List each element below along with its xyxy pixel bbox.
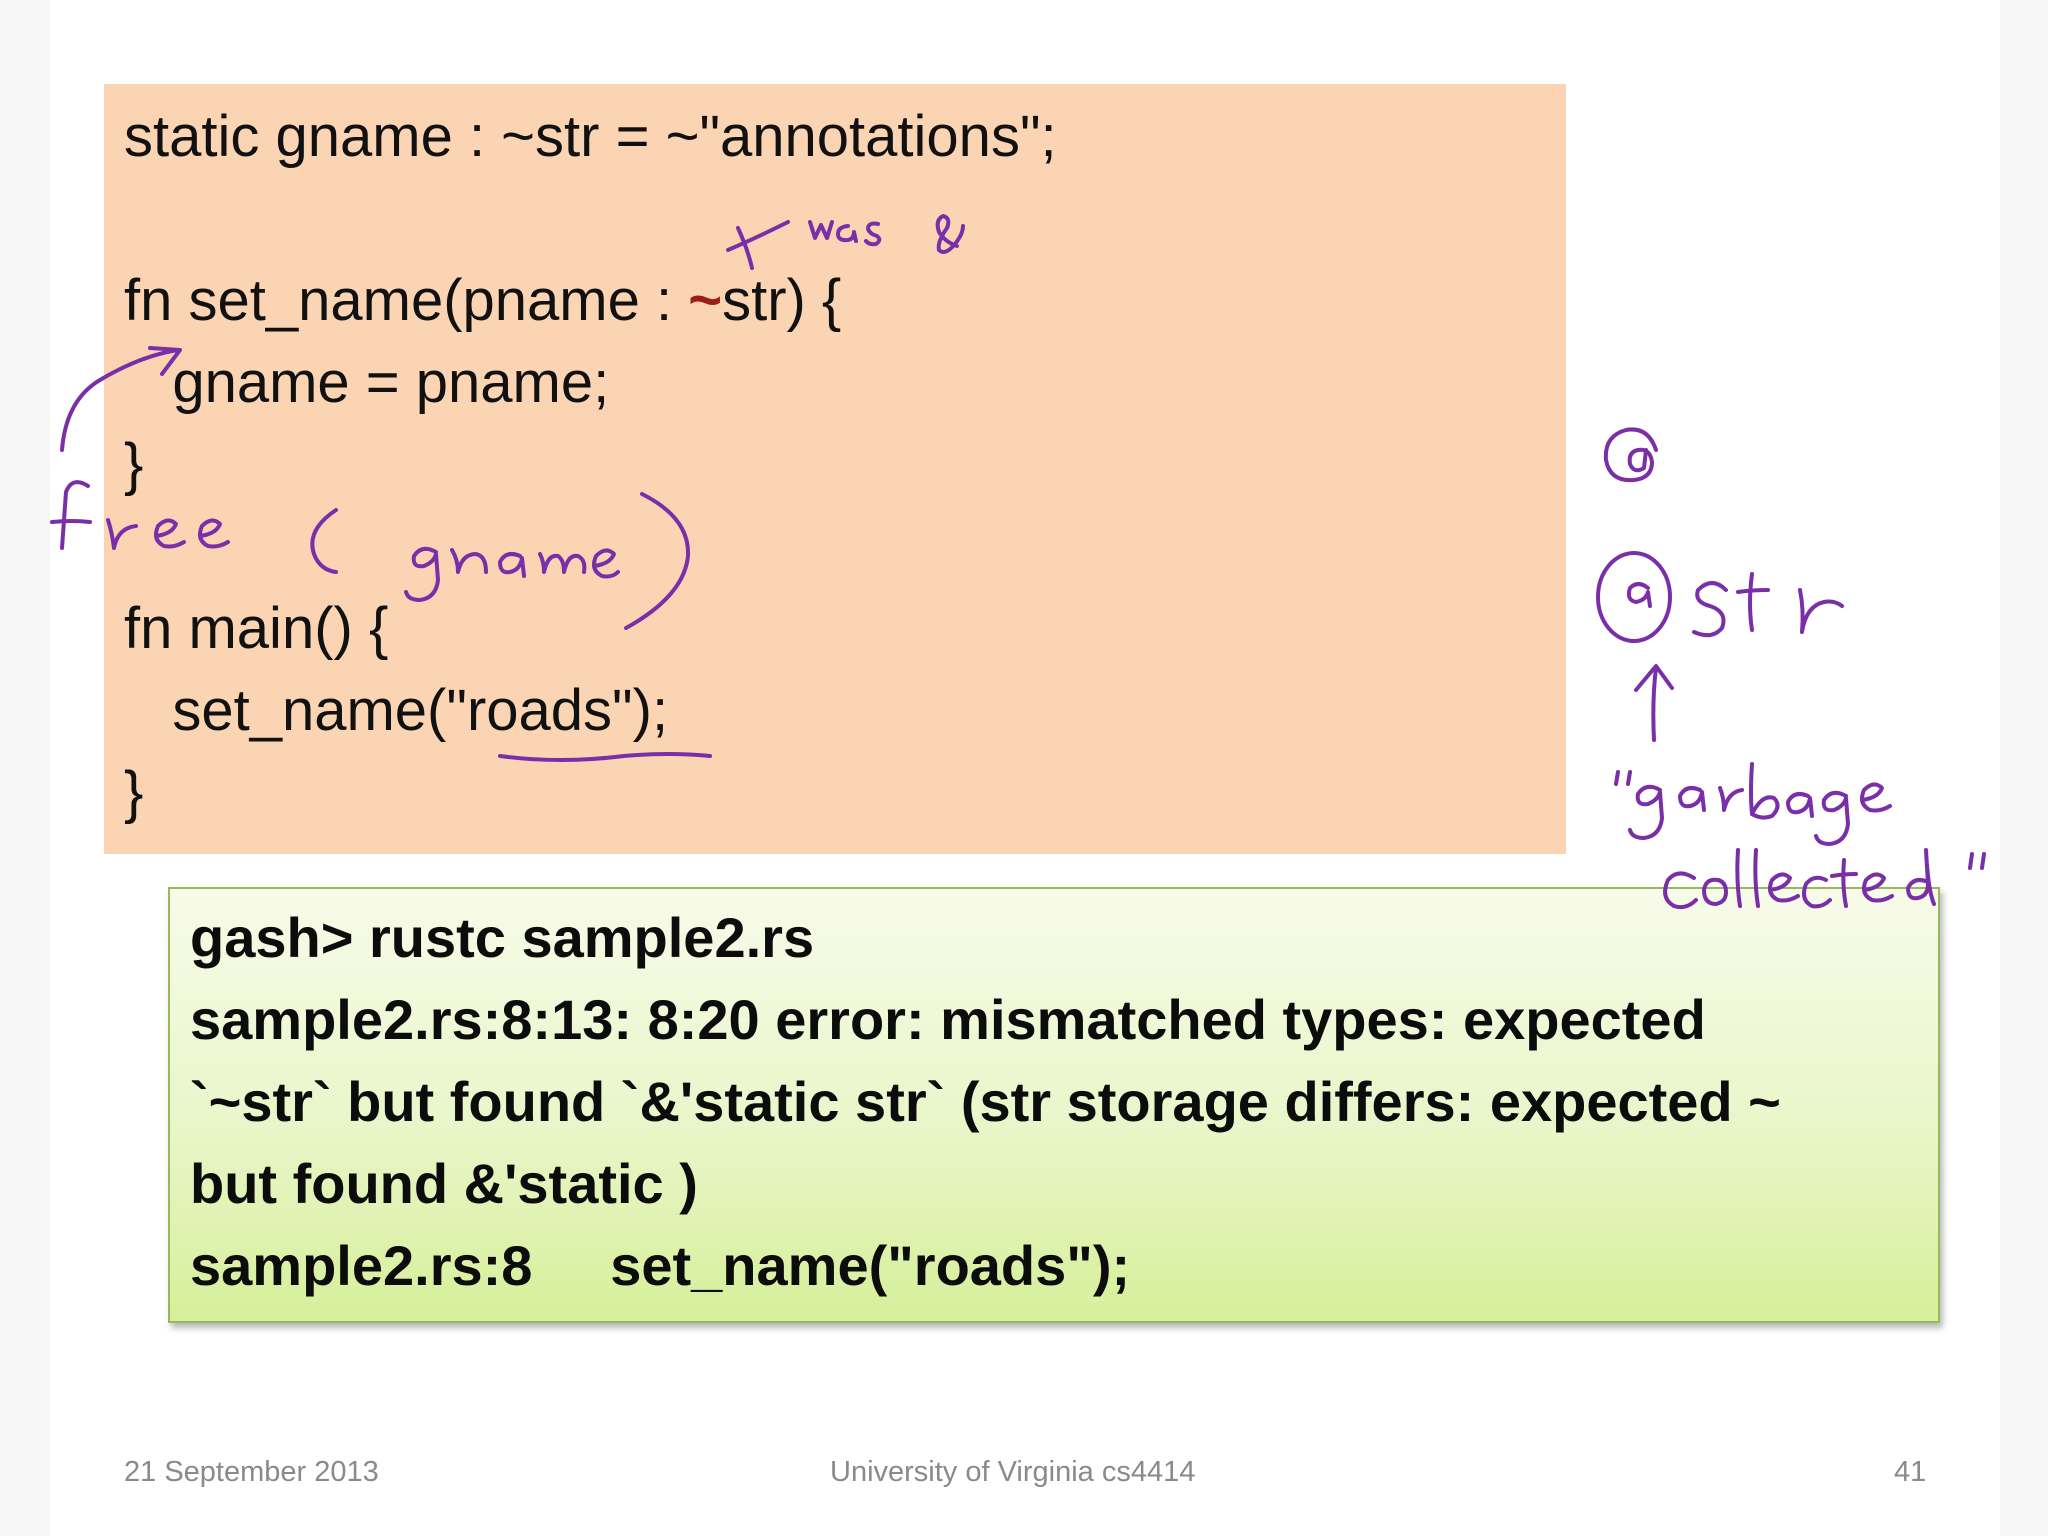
page-number: 41 — [1894, 1456, 1927, 1488]
code-line-3: gname = pname; — [124, 350, 610, 415]
highlighted-tilde: ~ — [688, 268, 723, 333]
terminal-line-5: sample2.rs:8 set_name("roads"); — [190, 1234, 1131, 1297]
terminal-line-1: gash> rustc sample2.rs — [190, 906, 815, 969]
code-line-7: } — [124, 760, 144, 825]
terminal-line-4: but found &'static ) — [190, 1152, 698, 1215]
code-block — [104, 84, 1566, 854]
terminal-line-3: `~str` but found `&'static str` (str sto… — [190, 1070, 1781, 1133]
terminal-line-2: sample2.rs:8:13: 8:20 error: mismatched … — [190, 988, 1706, 1051]
footer-course: University of Virginia cs4414 — [830, 1456, 1196, 1488]
code-line-6: set_name("roads"); — [124, 678, 669, 743]
code-line-2-start: fn set_name(pname : — [124, 268, 689, 333]
code-line-2-end: str) { — [722, 268, 842, 333]
code-line-5: fn main() { — [124, 596, 389, 661]
footer-date: 21 September 2013 — [124, 1456, 379, 1488]
compiler-output-box — [168, 887, 1940, 1323]
code-line-2: fn set_name(pname : ~str) { — [124, 272, 841, 330]
code-line-4: } — [124, 432, 144, 497]
code-line-1: static gname : ~str = ~"annotations"; — [124, 104, 1057, 169]
